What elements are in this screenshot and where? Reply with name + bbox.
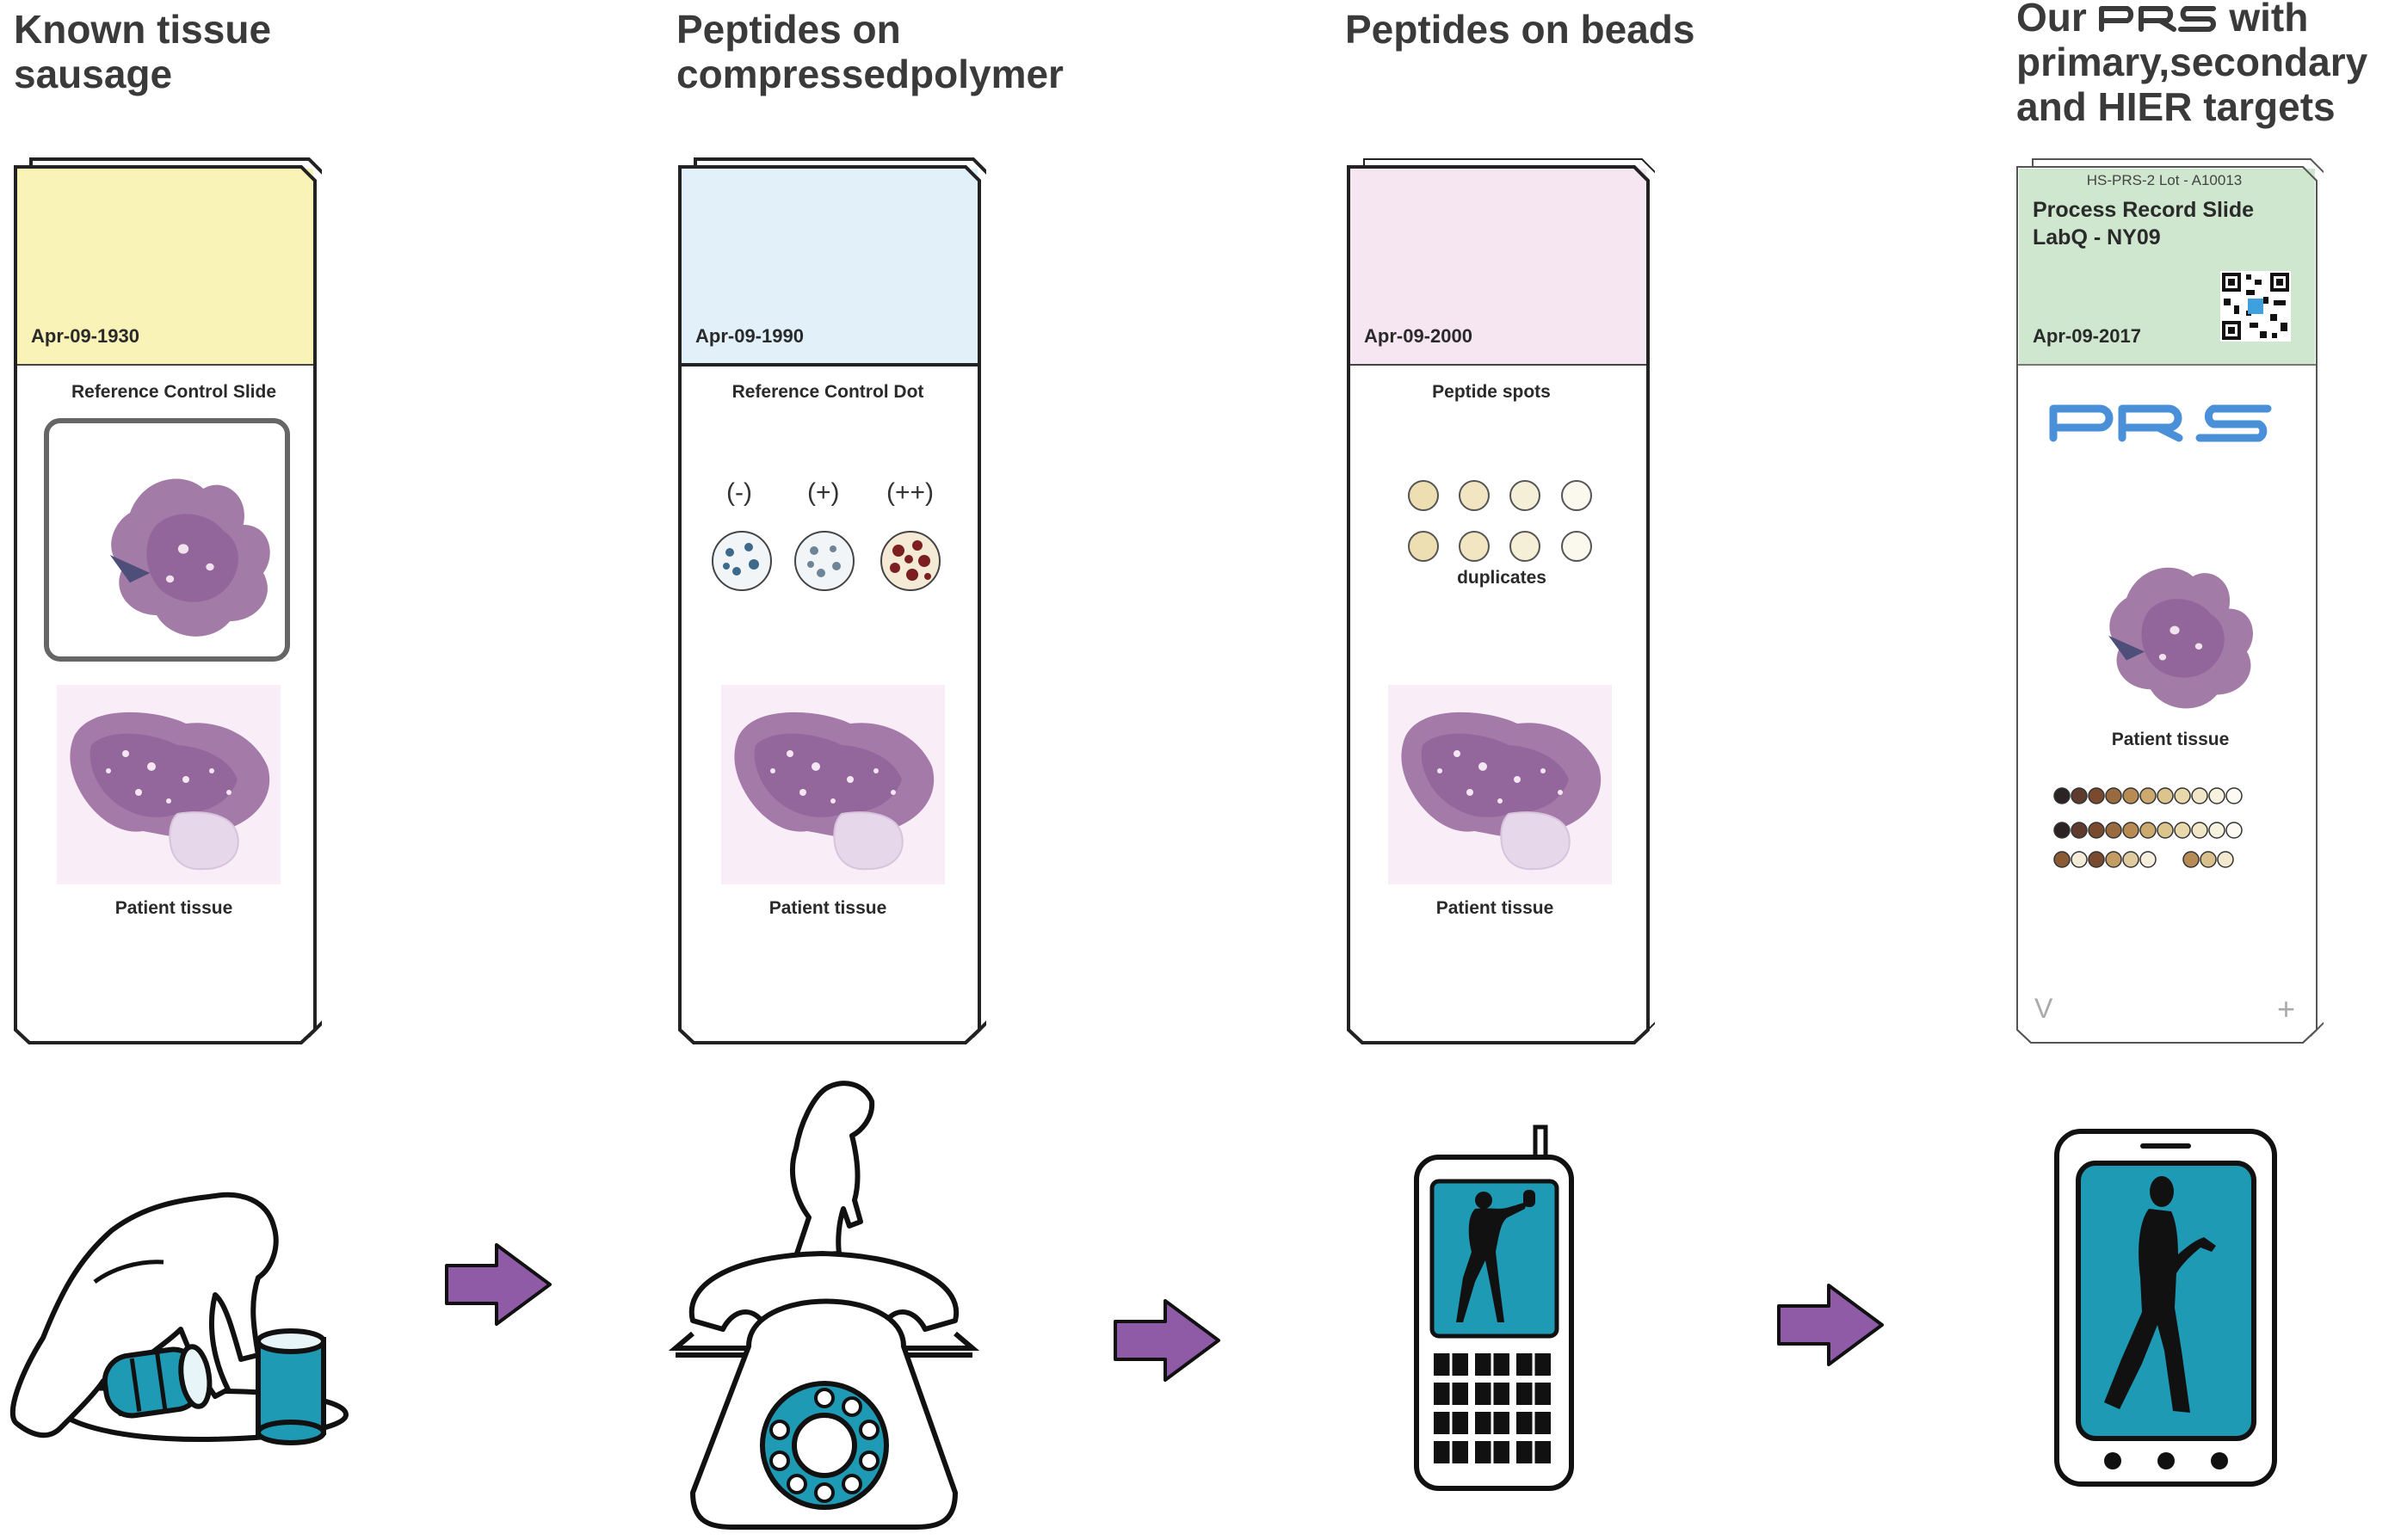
column-4-title-line-2: primary,secondary	[2016, 40, 2368, 84]
column-2-title-line-2: compressedpolymer	[676, 52, 1064, 96]
slide-1-date: Apr-09-1930	[31, 325, 139, 347]
column-4-title: Our with primary,secondary and HIER targ…	[2016, 0, 2367, 129]
ape-on-rotary-phone-icon	[668, 1081, 980, 1530]
slide-1-patient-label: Patient tissue	[114, 898, 233, 918]
column-1-title: Known tissue sausage	[14, 7, 271, 96]
ape-with-cans-icon	[9, 1192, 349, 1445]
column-3-title: Peptides on beads	[1345, 7, 1694, 52]
column-2-title: Peptides on compressedpolymer	[676, 7, 1064, 96]
prs-logo-icon	[2049, 404, 2272, 442]
slide-2-frame	[678, 157, 986, 1044]
slide-4-patient-label: Patient tissue	[2111, 730, 2230, 749]
slide-2-date: Apr-09-1990	[695, 325, 804, 347]
slide-3-duplicates-label: duplicates	[1457, 568, 1546, 588]
slide-1-control-label: Reference Control Slide	[71, 382, 277, 402]
arrow-right-icon-2	[1114, 1299, 1220, 1382]
slide-4-corner-v: V	[2034, 993, 2053, 1024]
smartphone-walking-man-icon	[2054, 1129, 2277, 1487]
arrow-right-icon-1	[445, 1243, 552, 1326]
column-4-title-line-3: and HIER targets	[2016, 84, 2336, 129]
slide-2: Apr-09-1990 Reference Control Dot (-) (+…	[676, 157, 986, 1047]
slide-3-patient-label: Patient tissue	[1435, 898, 1554, 918]
feature-phone-caveman-icon	[1414, 1124, 1574, 1491]
column-2-title-line-1: Peptides on	[676, 7, 901, 52]
slide-3-control-label: Peptide spots	[1432, 382, 1551, 402]
dot-label-strong-positive: (++)	[886, 478, 935, 507]
slide-2-control-label: Reference Control Dot	[731, 382, 924, 402]
slide-2-patient-label: Patient tissue	[768, 898, 887, 918]
column-1-title-line-2: sausage	[14, 52, 173, 96]
slide-1-frame	[14, 157, 322, 1044]
slide-4: HS-PRS-2 Lot - A10013 Process Record Sli…	[2014, 157, 2324, 1047]
column-3-title-line-1: Peptides on beads	[1345, 7, 1695, 52]
dot-label-negative: (-)	[726, 478, 752, 507]
arrow-right-icon-3	[1777, 1284, 1884, 1366]
column-4-title-line-1: Our with	[2016, 0, 2367, 40]
qr-code-icon	[2220, 271, 2291, 342]
column-4-title-post: with	[2229, 0, 2309, 40]
prs-logo-inline-icon	[2098, 6, 2216, 32]
slide-1: Apr-09-1930 Reference Control Slide Pati…	[12, 157, 322, 1047]
slide-4-frame	[2016, 158, 2324, 1044]
column-1-title-line-1: Known tissue	[14, 7, 272, 52]
slide-3-date: Apr-09-2000	[1364, 325, 1472, 347]
slide-4-slide-name: Process Record Slide LabQ - NY09	[2033, 196, 2254, 251]
slide-4-corner-plus: +	[2277, 991, 2296, 1026]
slide-3: Apr-09-2000 Peptide spots duplicates Pat…	[1345, 157, 1655, 1047]
column-4-title-pre: Our	[2016, 0, 2087, 40]
slide-4-lot-text: HS-PRS-2 Lot - A10013	[2086, 172, 2243, 188]
slide-3-frame	[1347, 158, 1655, 1044]
slide-4-date: Apr-09-2017	[2033, 325, 2141, 347]
slide-4-slide-name-line-2: LabQ - NY09	[2033, 225, 2161, 249]
slide-4-slide-name-line-1: Process Record Slide	[2033, 198, 2255, 222]
dot-label-positive: (+)	[807, 478, 840, 507]
